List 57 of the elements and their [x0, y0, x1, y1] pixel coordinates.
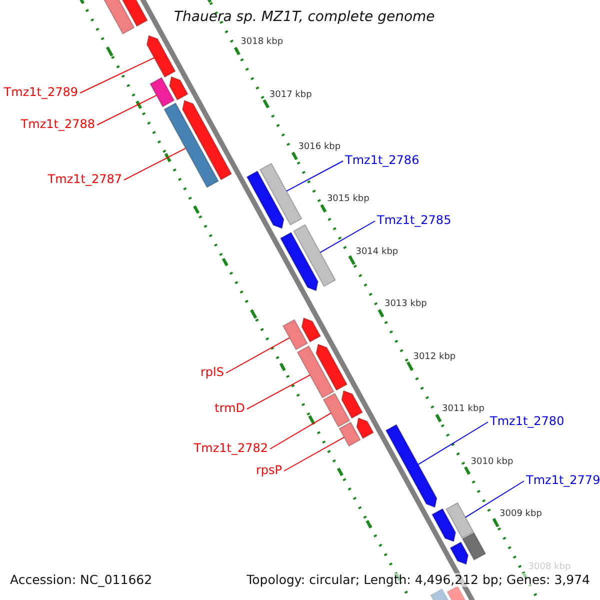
- gene-bar: [462, 532, 486, 561]
- gene-block: [341, 390, 364, 419]
- leader-line: [418, 422, 488, 465]
- leader-line: [465, 480, 524, 518]
- gene-label: rpsP: [256, 464, 282, 478]
- gene-block: [280, 232, 319, 292]
- leader-line: [286, 160, 344, 192]
- gene-bar: [446, 502, 474, 539]
- leader-line: [270, 412, 332, 450]
- leader-line: [80, 57, 155, 94]
- genome-stats-text: Topology: circular; Length: 4,496,212 bp; Genes: 3,974: [246, 573, 590, 588]
- map-title: Thauera sp. MZ1T, complete genome: [174, 9, 435, 26]
- gene-bar: [282, 319, 308, 350]
- gene-bar: [150, 76, 175, 108]
- gene-bar: [296, 345, 334, 398]
- gene-label: Tmz1t_2782: [194, 442, 268, 456]
- gene-block: [146, 34, 176, 78]
- gene-block: [246, 170, 284, 230]
- scale-label: 3011 kbp: [442, 404, 484, 415]
- gene-block: [450, 541, 469, 565]
- gene-block: [182, 100, 232, 180]
- scale-label: 3013 kbp: [384, 299, 427, 310]
- leader-line: [124, 148, 186, 180]
- gene-bar: [338, 422, 361, 447]
- gene-bar: [164, 102, 220, 188]
- leader-line: [320, 220, 376, 253]
- gene-block: [301, 317, 322, 343]
- gene-block: [385, 424, 438, 508]
- leader-line: [284, 436, 345, 472]
- accession-text: Accession: NC_011662: [10, 573, 152, 588]
- gene-bar: [293, 224, 336, 287]
- gene-bar: [322, 392, 350, 428]
- gene-label: Tmz1t_2780: [490, 415, 564, 429]
- gene-block: [356, 417, 374, 440]
- scale-label: 3017 kbp: [269, 90, 312, 100]
- gene-block: [316, 344, 348, 391]
- gene-label: Tmz1t_2779: [526, 474, 600, 488]
- scale-label: 3010 kbp: [470, 456, 514, 467]
- leader-line: [246, 374, 310, 410]
- scale-label: 3012 kbp: [413, 352, 456, 362]
- gene-block: [431, 508, 456, 542]
- scale-label: 3009 kbp: [500, 509, 542, 520]
- scale-label: 3018 kbp: [240, 37, 284, 48]
- gene-label: Tmz1t_2786: [345, 154, 420, 168]
- gene-bar: [259, 162, 302, 226]
- gene-label: Tmz1t_2788: [20, 118, 95, 132]
- scale-label: 3015 kbp: [326, 194, 370, 205]
- leader-line: [226, 337, 290, 374]
- gene-label: rplS: [200, 366, 224, 380]
- leader-line: [96, 94, 157, 126]
- scale-label: 3016 kbp: [298, 142, 341, 152]
- gene-block: [168, 76, 188, 101]
- gene-label: Tmz1t_2787: [48, 173, 122, 187]
- gene-label: Tmz1t_2785: [377, 214, 452, 228]
- gene-label: trmD: [214, 402, 245, 416]
- gene-label: Tmz1t_2789: [4, 86, 78, 100]
- scale-label: 3014 kbp: [356, 246, 398, 258]
